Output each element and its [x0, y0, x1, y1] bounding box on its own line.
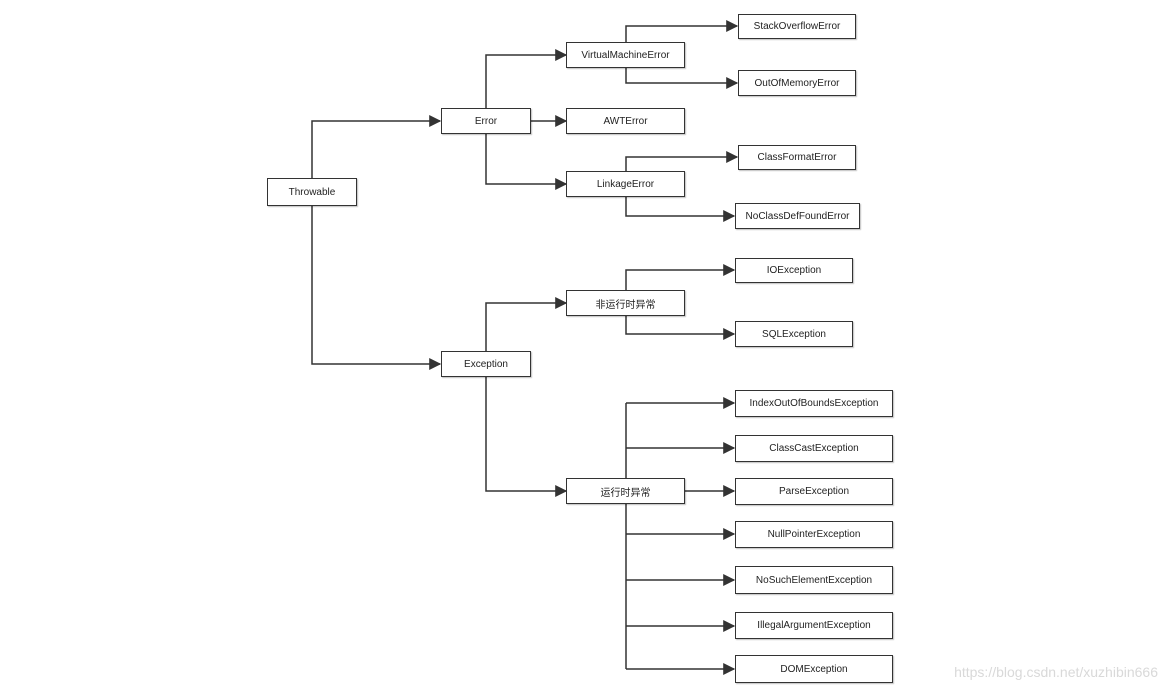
node-throwable: Throwable — [267, 178, 357, 206]
edge-error-virtualmachineerror — [485, 49, 568, 108]
edge-vme-stackoverflow — [625, 20, 739, 42]
node-linkage-error: LinkageError — [566, 171, 685, 197]
edge-linkage-noclassdef — [625, 197, 736, 222]
node-virtual-machine-error: VirtualMachineError — [566, 42, 685, 68]
node-no-such-element-exception: NoSuchElementException — [735, 566, 893, 594]
node-checked-exception: 非运行时异常 — [566, 290, 685, 316]
node-parse-exception: ParseException — [735, 478, 893, 505]
node-sql-exception: SQLException — [735, 321, 853, 347]
edge-linkage-classformat — [625, 151, 739, 171]
node-class-cast-exception: ClassCastException — [735, 435, 893, 462]
node-runtime-exception: 运行时异常 — [566, 478, 685, 504]
node-no-class-def-found-error: NoClassDefFoundError — [735, 203, 860, 229]
node-null-pointer-exception: NullPointerException — [735, 521, 893, 548]
node-awt-error: AWTError — [566, 108, 685, 134]
node-out-of-memory-error: OutOfMemoryError — [738, 70, 856, 96]
node-error: Error — [441, 108, 531, 134]
edge-exception-checked — [485, 297, 568, 351]
edge-exception-runtime — [485, 377, 568, 497]
node-stack-overflow-error: StackOverflowError — [738, 14, 856, 39]
node-exception: Exception — [441, 351, 531, 377]
edge-checked-io — [625, 264, 736, 290]
node-dom-exception: DOMException — [735, 655, 893, 683]
edge-error-linkageerror — [485, 134, 568, 190]
watermark-text: https://blog.csdn.net/xuzhibin666 — [954, 664, 1158, 680]
edge-throwable-exception — [311, 206, 442, 370]
edge-throwable-error — [311, 115, 442, 178]
node-illegal-argument-exception: IllegalArgumentException — [735, 612, 893, 639]
node-io-exception: IOException — [735, 258, 853, 283]
node-index-out-of-bounds-exception: IndexOutOfBoundsException — [735, 390, 893, 417]
edge-vme-outofmemory — [625, 68, 739, 89]
edge-checked-sql — [625, 316, 736, 340]
node-class-format-error: ClassFormatError — [738, 145, 856, 170]
